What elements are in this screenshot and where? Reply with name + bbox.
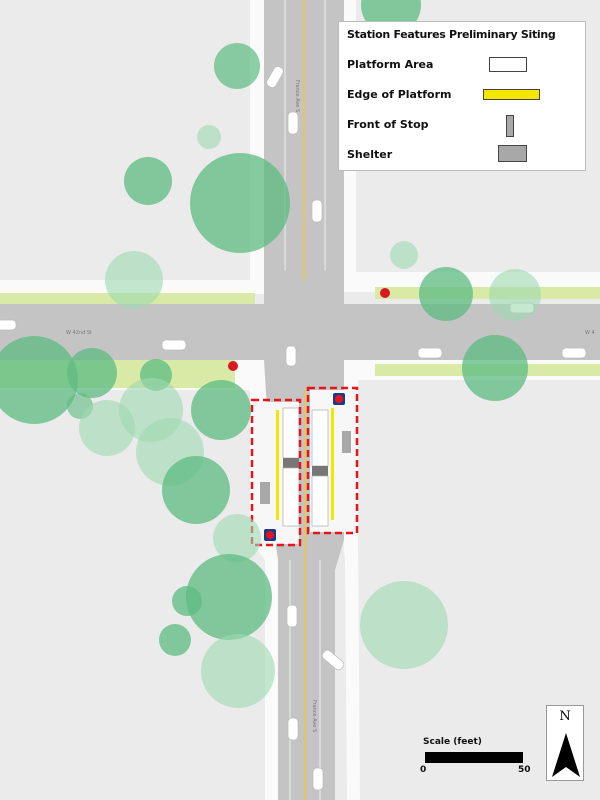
street-label-france-ave-south: France Ave S [311,700,317,732]
street-label-france-ave: France Ave S [294,80,300,112]
edge-of-platform [331,408,334,520]
station-outline-southbound[interactable] [250,398,302,547]
legend-label-platform-area: Platform Area [347,58,434,71]
transit-stop-icon [333,393,345,405]
tree [162,456,230,524]
edge-of-platform-swatch [483,89,540,100]
tree [213,514,261,562]
tree [390,241,418,269]
map-legend: Station Features Preliminary Siting Plat… [338,21,586,171]
platform-area-swatch [489,57,527,72]
tree [0,336,78,424]
car [287,717,299,741]
shelter-swatch [498,145,527,162]
car [312,767,324,791]
shelter [342,431,351,453]
tree [360,581,448,669]
legend-label-front-of-stop: Front of Stop [347,118,429,131]
car [417,347,443,359]
shelter [260,482,270,504]
car [321,649,345,671]
car [287,111,299,135]
car [0,319,17,331]
bus-southbound [282,407,300,527]
tree [159,624,191,656]
stop-sign-icon [380,288,390,298]
tree [489,269,541,321]
tree [197,125,221,149]
tree [190,153,290,253]
tree [67,348,117,398]
tree [191,380,251,440]
scale-max: 50 [518,765,531,775]
edge-of-platform [276,410,279,520]
car [286,604,298,628]
car [311,199,323,223]
tree [214,43,260,89]
tree [124,157,172,205]
tree [419,267,473,321]
legend-label-edge-of-platform: Edge of Platform [347,88,452,101]
station-outline-northbound[interactable] [306,386,359,535]
bus-northbound [311,409,329,527]
tree [105,251,163,309]
car [266,66,284,88]
tree [186,554,272,640]
transit-stop-icon [264,529,276,541]
tree [172,586,202,616]
car [285,345,297,367]
tree [462,335,528,401]
trees [0,0,541,708]
legend-title: Station Features Preliminary Siting [347,28,556,41]
car [161,339,187,351]
north-arrow-icon [552,733,580,777]
street-label-w-42nd-east: W 4 [585,330,595,336]
scale-title: Scale (feet) [423,737,482,747]
tree [201,634,275,708]
boulevard-east-north [375,287,600,299]
car [561,347,587,359]
stop-sign-icon [228,361,238,371]
front-of-stop-swatch [506,115,514,137]
scale-bar-graphic [425,752,523,763]
north-label: N [559,709,571,724]
scale-min: 0 [420,765,427,775]
legend-label-shelter: Shelter [347,148,393,161]
street-label-w-42nd: W 42nd St [66,330,92,336]
north-arrow: N [546,705,584,781]
